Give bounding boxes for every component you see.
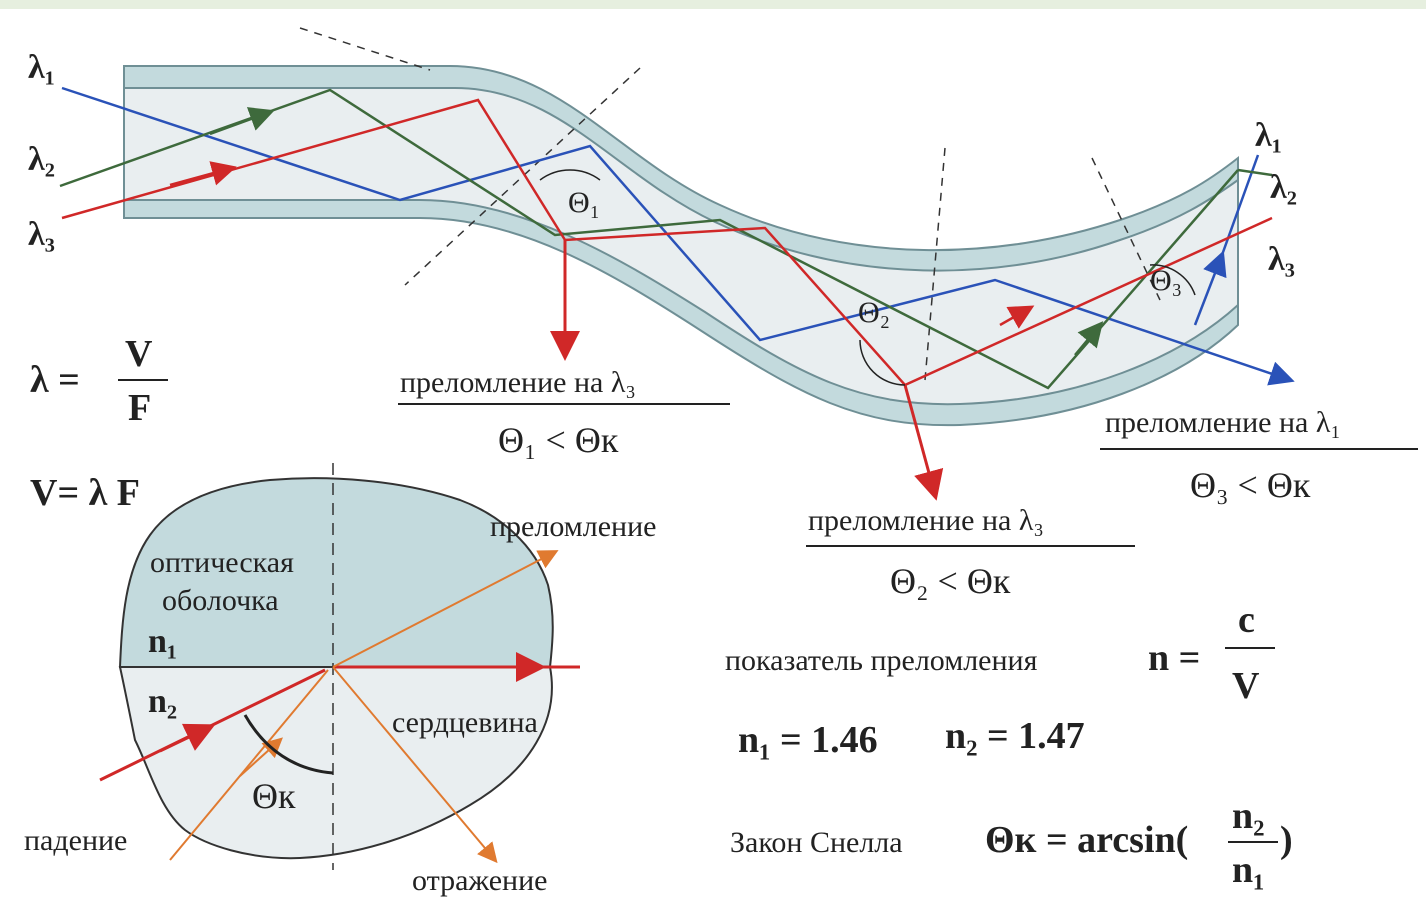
index-formula-left: n =: [1148, 637, 1200, 679]
inset-incidence: падение: [24, 824, 127, 857]
inset-theta-k: Θк: [252, 776, 296, 816]
refraction-2-label: преломление на λ₃: [808, 504, 1044, 537]
label-lambda1-in: λ₁: [28, 49, 55, 86]
label-lambda2-in: λ₂: [28, 141, 55, 178]
angle-arcs: [539, 169, 1196, 386]
snell-right: ): [1280, 819, 1293, 861]
inset-cladding-line2: оболочка: [162, 584, 279, 617]
inset-refraction: преломление: [490, 510, 656, 543]
label-theta1: Θ₁: [568, 186, 600, 219]
inset-cladding-line1: оптическая: [150, 546, 294, 579]
label-lambda2-out: λ₂: [1270, 169, 1297, 206]
inset-n1: n₁: [148, 623, 177, 660]
inset-core: сердцевина: [392, 706, 538, 739]
top-border: [0, 0, 1426, 9]
label-lambda1-out: λ₁: [1255, 117, 1282, 154]
refraction-3-label: преломление на λ₁: [1105, 406, 1341, 439]
refraction-2-condition: Θ₂ < Θк: [890, 561, 1011, 601]
value-n1: n₁ = 1.46: [738, 719, 878, 761]
refraction-1-condition: Θ₁ < Θк: [498, 420, 619, 460]
label-lambda3-out: λ₃: [1268, 241, 1295, 278]
label-lambda3-in: λ₃: [28, 216, 55, 253]
normal-lines: [299, 27, 1161, 381]
snell-label: Закон Снелла: [730, 826, 903, 859]
formula-v: V= λ F: [30, 472, 140, 514]
refraction-3-condition: Θ₃ < Θк: [1190, 465, 1311, 505]
index-formula-den: V: [1232, 665, 1260, 707]
fiber-core: [123, 87, 1239, 406]
index-formula-num: c: [1238, 599, 1255, 641]
index-label: показатель преломления: [725, 644, 1038, 677]
label-theta2: Θ₂: [858, 296, 890, 329]
snell-num: n₂: [1232, 795, 1265, 837]
label-theta3: Θ₃: [1150, 264, 1182, 297]
value-n2: n₂ = 1.47: [945, 715, 1085, 757]
ray-green: [59, 88, 1273, 390]
inset-interface: [99, 463, 580, 870]
ray-red: [61, 98, 1273, 501]
formula-lambda-left: λ =: [30, 359, 80, 401]
refraction-1-label: преломление на λ₃: [400, 366, 636, 399]
inset-n2: n₂: [148, 683, 177, 720]
formula-lambda-num: V: [125, 333, 153, 375]
snell-left: Θк = arcsin(: [985, 819, 1188, 861]
inset-reflection: отражение: [412, 864, 547, 897]
inset-core-region: [118, 666, 553, 860]
snell-den: n₁: [1232, 849, 1265, 891]
optical-fiber: [123, 65, 1239, 427]
inset-cladding-region: [118, 477, 554, 668]
formula-lambda-den: F: [128, 387, 151, 429]
